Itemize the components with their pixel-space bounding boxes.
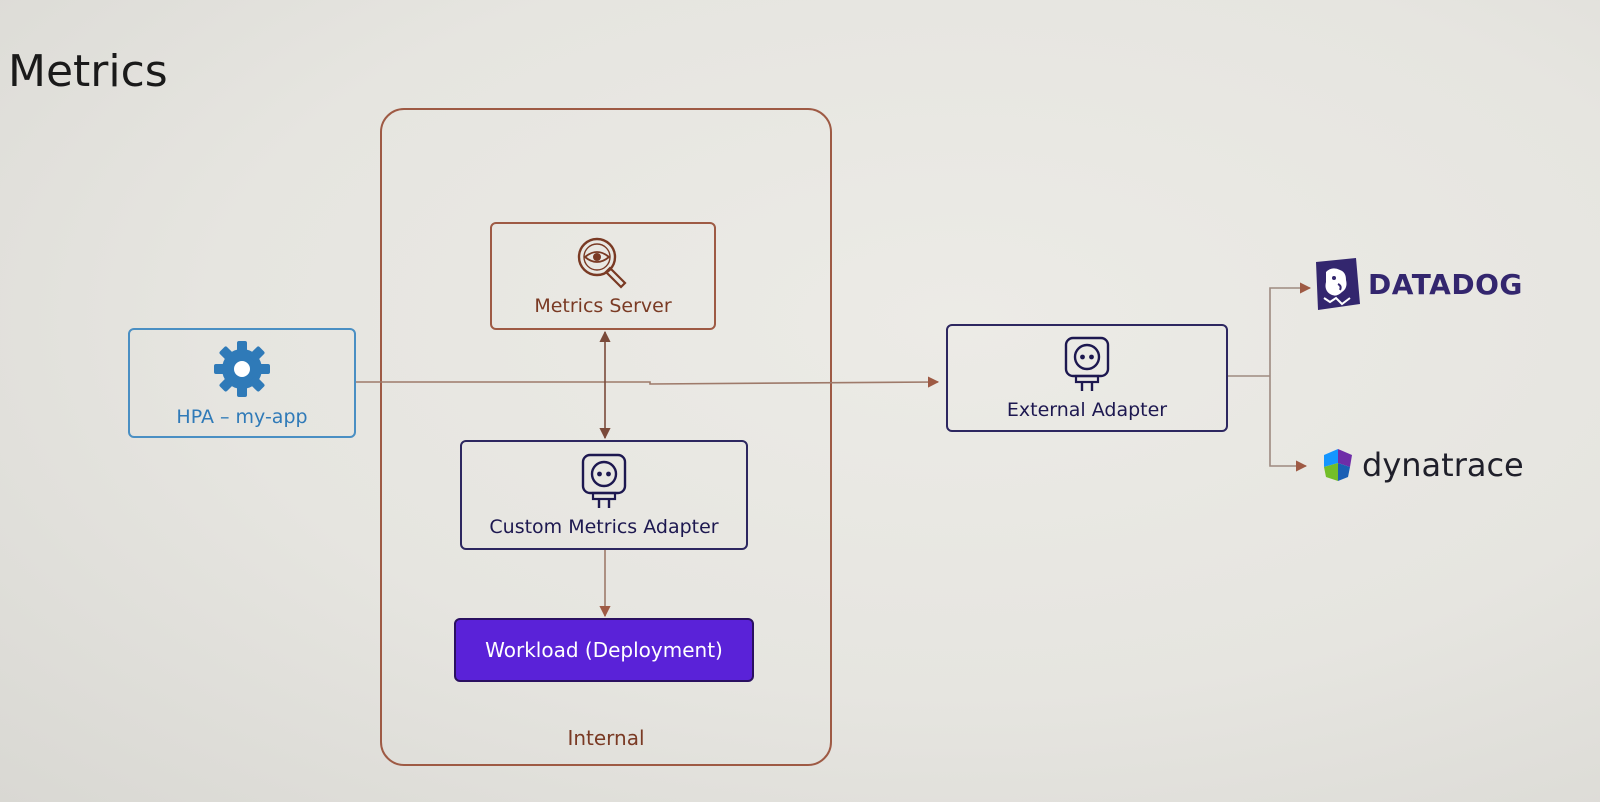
adapter-plug-icon: [1064, 336, 1110, 391]
custom-metrics-adapter-label: Custom Metrics Adapter: [489, 516, 719, 538]
edge-to-dynatrace: [1269, 376, 1308, 472]
external-adapter-node[interactable]: External Adapter: [946, 324, 1228, 432]
magnifier-eye-icon: [577, 237, 627, 289]
datadog-logo-icon: [1316, 258, 1360, 310]
internal-group: Internal: [380, 108, 832, 766]
external-adapter-label: External Adapter: [1006, 399, 1168, 421]
custom-metrics-adapter-node[interactable]: Custom Metrics Adapter: [460, 440, 748, 550]
edge-hpa-external-adapter: [356, 376, 940, 388]
hpa-node[interactable]: HPA – my-app: [128, 328, 356, 438]
internal-group-label: Internal: [567, 726, 645, 750]
dynatrace-provider[interactable]: dynatrace: [1320, 446, 1524, 484]
page-title: Metrics: [8, 46, 168, 97]
metrics-server-node[interactable]: Metrics Server: [490, 222, 716, 330]
hpa-label: HPA – my-app: [176, 406, 308, 428]
gear-icon: [214, 341, 270, 397]
workload-node[interactable]: Workload (Deployment): [454, 618, 754, 682]
workload-label: Workload (Deployment): [485, 638, 723, 662]
datadog-provider[interactable]: DATADOG: [1312, 258, 1523, 310]
datadog-label: DATADOG: [1368, 267, 1523, 301]
dynatrace-label: dynatrace: [1362, 446, 1524, 484]
metrics-server-label: Metrics Server: [534, 295, 672, 317]
adapter-plug-icon: [581, 453, 627, 508]
edge-to-datadog: [1269, 282, 1312, 376]
dynatrace-logo-icon: [1324, 449, 1352, 481]
